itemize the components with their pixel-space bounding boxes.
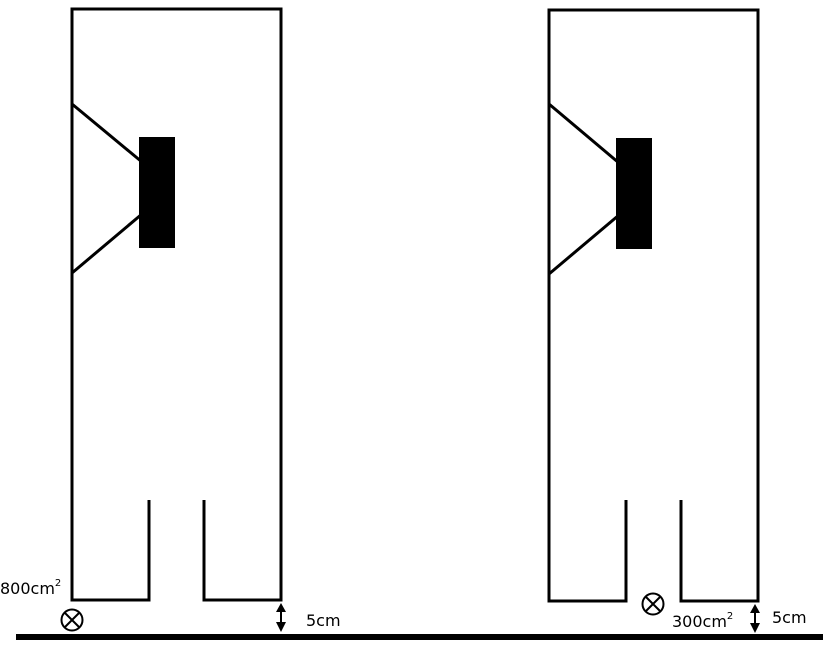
right-port-area-label: 300cm2 (672, 611, 733, 631)
left-crossed-circle-icon (60, 608, 84, 632)
right-gap-label: 5cm (772, 608, 807, 627)
right-cabinet (547, 8, 760, 603)
left-port-area-exponent: 2 (55, 578, 61, 589)
left-gap-label: 5cm (306, 611, 341, 630)
right-cabinet-outline (547, 8, 760, 603)
left-port-area-label: 800cm2 (0, 578, 61, 598)
left-cabinet (70, 7, 283, 602)
left-driver-magnet (139, 137, 175, 248)
right-driver-magnet (616, 138, 652, 249)
right-port-area-exponent: 2 (727, 611, 733, 622)
left-gap-arrow (276, 603, 286, 632)
right-gap-arrow (750, 604, 760, 633)
left-cabinet-outline (70, 7, 283, 602)
right-driver-cone (548, 102, 620, 276)
left-driver-cone (71, 102, 143, 275)
right-crossed-circle-icon (641, 592, 665, 616)
